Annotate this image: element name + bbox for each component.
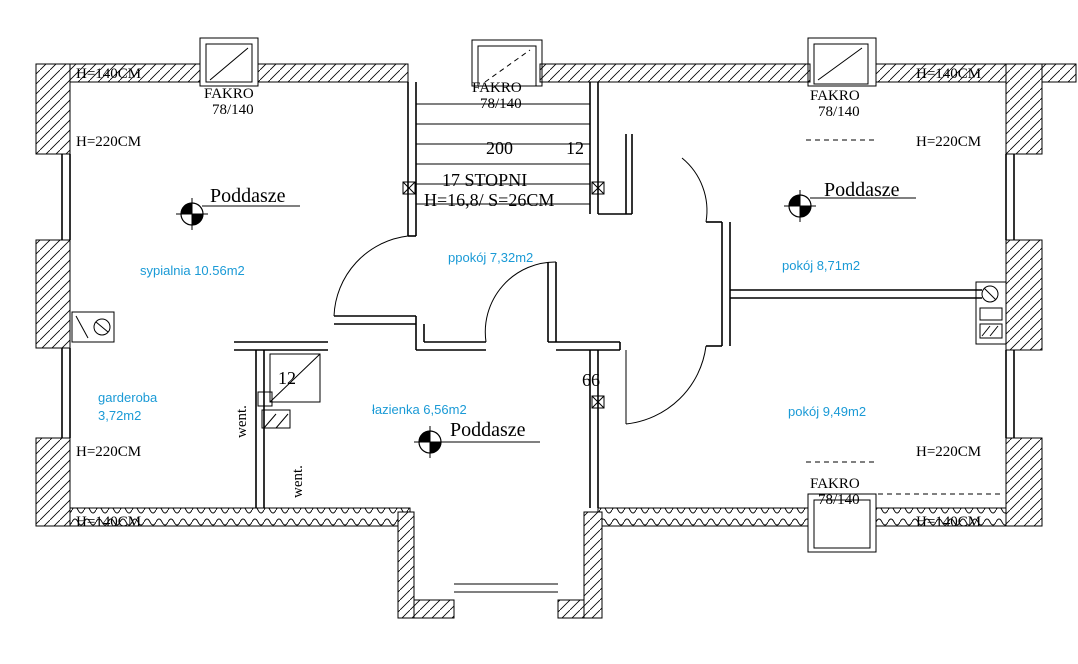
dimension-label: 12 xyxy=(278,368,296,388)
room-label-lazienka: łazienka 6,56m2 xyxy=(372,402,467,417)
window-brand: FAKRO xyxy=(204,86,254,102)
room-labels: sypialnia 10.56m2 garderoba 3,72m2 ppokó… xyxy=(98,250,866,423)
interior-walls xyxy=(234,82,982,508)
window-brand: FAKRO xyxy=(810,476,860,492)
doors xyxy=(333,157,708,425)
stair-formula: H=16,8/ S=26CM xyxy=(424,190,554,210)
dimension-label: 66 xyxy=(582,370,600,390)
height-label: H=140CM xyxy=(916,66,981,82)
level-label: Poddasze xyxy=(824,179,900,201)
height-label: H=220CM xyxy=(76,444,141,460)
window-brand: FAKRO xyxy=(810,88,860,104)
roof-windows xyxy=(199,37,1000,553)
height-label: H=220CM xyxy=(916,134,981,150)
window-size: 78/140 xyxy=(818,492,860,508)
window-size: 78/140 xyxy=(212,102,254,118)
vent-label: went. xyxy=(234,405,250,438)
window-size: 78/140 xyxy=(480,96,522,112)
height-label: H=140CM xyxy=(76,66,141,82)
room-label-sypialnia: sypialnia 10.56m2 xyxy=(140,263,245,278)
room-label-garderoba: garderoba xyxy=(98,390,158,405)
room-label-pokoj-871: pokój 8,71m2 xyxy=(782,258,860,273)
vent-label: went. xyxy=(290,465,306,498)
room-label-garderoba-area: 3,72m2 xyxy=(98,408,141,423)
installations xyxy=(71,281,1007,429)
level-label: Poddasze xyxy=(210,185,286,207)
height-label: H=140CM xyxy=(916,514,981,530)
height-label: H=140CM xyxy=(76,514,141,530)
window-size: 78/140 xyxy=(818,104,860,120)
level-mark-icon xyxy=(783,189,817,223)
room-label-ppokoj: ppokój 7,32m2 xyxy=(448,250,533,265)
stair-dimension: 200 xyxy=(486,138,513,158)
level-mark-icon xyxy=(175,197,209,231)
room-label-pokoj-949: pokój 9,49m2 xyxy=(788,404,866,419)
level-label: Poddasze xyxy=(450,419,526,441)
stair-dimension: 12 xyxy=(566,138,584,158)
height-label: H=220CM xyxy=(76,134,141,150)
stair-steps: 17 STOPNI xyxy=(442,170,527,190)
cad-labels: H=140CM H=140CM H=140CM H=140CM H=220CM … xyxy=(76,66,981,530)
height-label: H=220CM xyxy=(916,444,981,460)
window-brand: FAKRO xyxy=(472,80,522,96)
outer-walls xyxy=(35,63,1077,619)
